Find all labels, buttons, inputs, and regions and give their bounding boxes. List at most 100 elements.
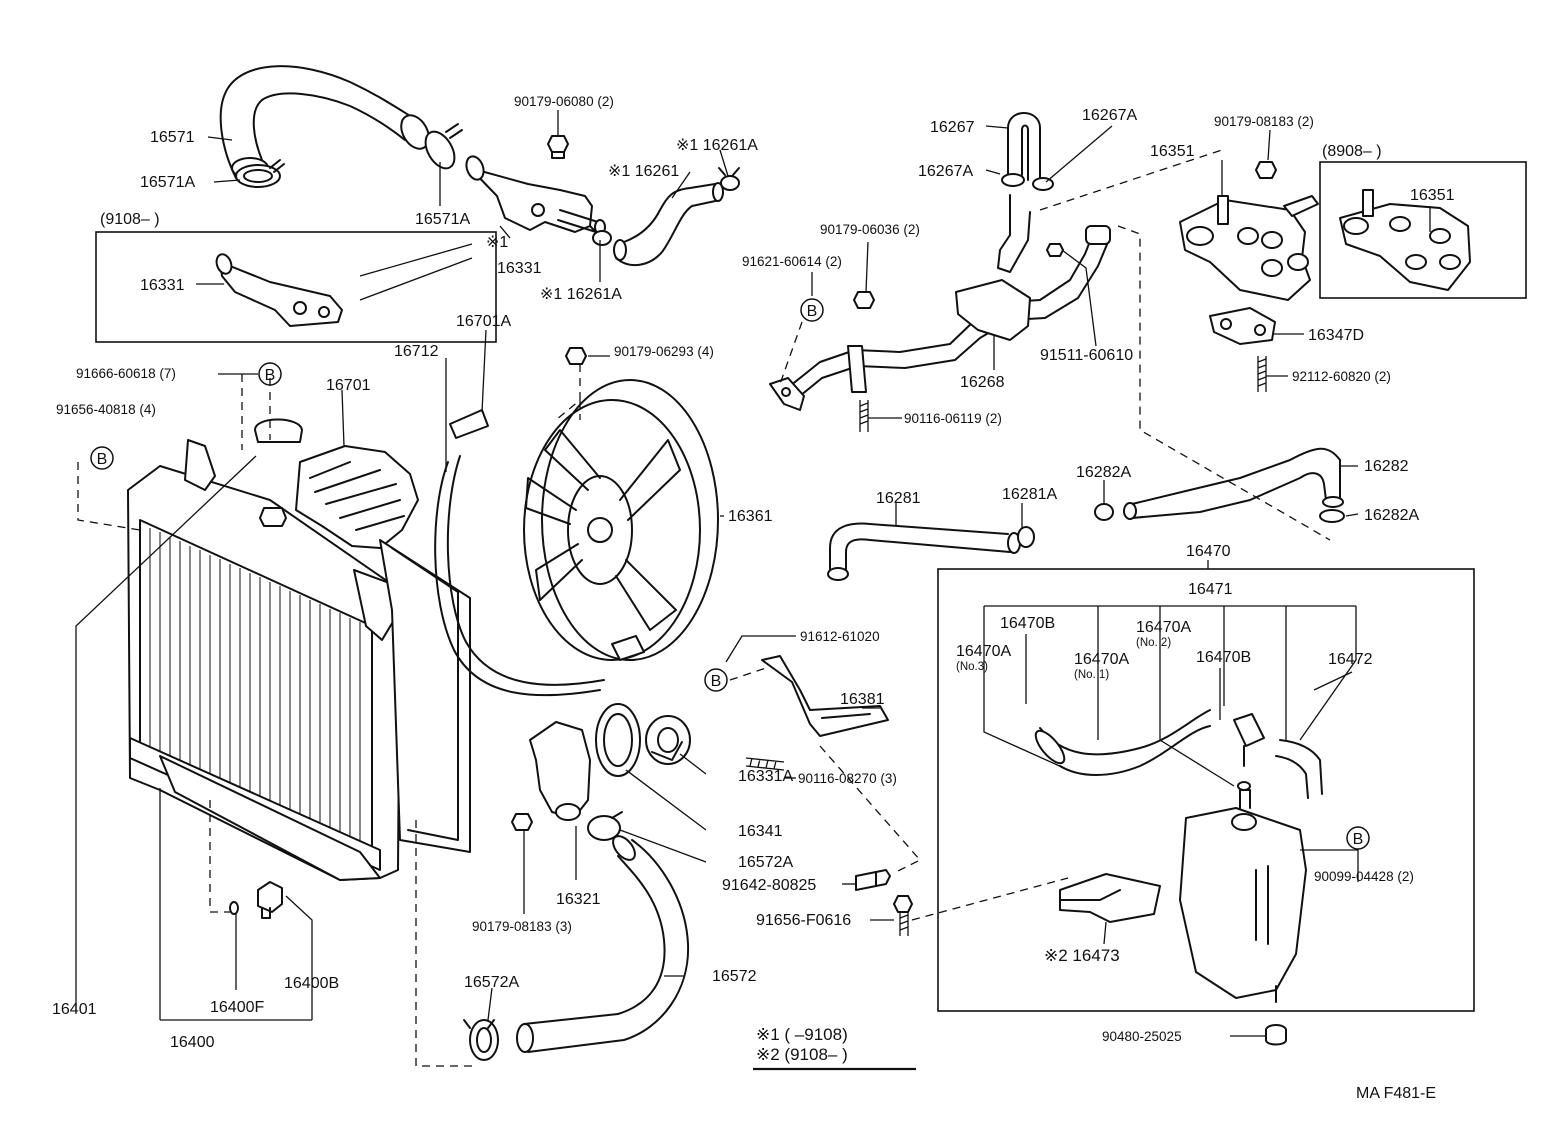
label-16267a-left: 16267A: [918, 163, 973, 180]
label-16261: ※1 16261: [608, 163, 679, 180]
label-16571a-right: 16571A: [415, 211, 470, 228]
label-16400f: 16400F: [210, 999, 264, 1016]
label-16473: ※2 16473: [1044, 946, 1120, 965]
svg-text:B: B: [807, 303, 818, 320]
label-16401: 16401: [52, 1001, 97, 1018]
label-90179-08183-bottom: 90179-08183 (3): [472, 919, 572, 934]
label-16701: 16701: [326, 377, 371, 394]
svg-text:B: B: [265, 367, 276, 384]
label-16331: 16331: [497, 260, 542, 277]
bypass-hose: [613, 182, 724, 267]
label-90179-08183-top: 90179-08183 (2): [1214, 114, 1314, 129]
label-16351-inset: 16351: [1410, 187, 1455, 204]
label-16400b: 16400B: [284, 975, 339, 992]
thermostat-16331a: [645, 715, 691, 765]
water-inlet-16321: [529, 721, 591, 821]
reservoir-fitting: [1233, 713, 1265, 791]
label-16470: 16470: [1186, 543, 1231, 560]
fan-shroud-16712: [434, 455, 605, 697]
stud-92112-60820: [1257, 356, 1267, 392]
svg-text:B: B: [1353, 831, 1364, 848]
label-16261a-top: ※1 16261A: [676, 137, 758, 154]
hose-clamp-16282a-right: [1319, 509, 1345, 523]
label-16267: 16267: [930, 119, 975, 136]
gasket-16341: [595, 703, 641, 777]
label-90480-25025: 90480-25025: [1102, 1029, 1182, 1044]
label-16572a-bottom: 16572A: [464, 974, 519, 991]
label-91666-60618: 91666-60618 (7): [76, 366, 176, 381]
label-inset-8908: (8908– ): [1322, 143, 1382, 160]
bracket-16381: [761, 655, 889, 737]
diagram-code: MA F481-E: [1356, 1085, 1436, 1102]
hose-16282: [1123, 447, 1344, 520]
inset-water-outlet-9108: [95, 231, 497, 343]
label-16347d: 16347D: [1308, 327, 1364, 344]
label-91612-61020: 91612-61020: [800, 629, 880, 644]
reservoir-assembly-box: [937, 568, 1475, 1012]
hose-clamp-16571a-right: [424, 123, 463, 170]
label-90116-08270: 90116-08270 (3): [798, 771, 897, 786]
hose-clamp-16261a-top: [718, 167, 740, 191]
bolt-90179-06293: [565, 347, 587, 365]
reservoir-tank: [1179, 789, 1307, 1003]
label-16331a: 16331A: [738, 768, 793, 785]
reference-marker-b: B B B B B: [90, 298, 1370, 850]
drain-cock-16400b: [257, 881, 283, 919]
svg-text:B: B: [97, 451, 108, 468]
label-92112-60820: 92112-60820 (2): [1292, 369, 1391, 384]
hose-clamp-16571a-left: [235, 159, 285, 188]
fan-shroud: [295, 445, 471, 853]
label-16572a-top: 16572A: [738, 854, 793, 871]
label-16712: 16712: [394, 343, 439, 360]
label-91656-40818: 91656-40818 (4): [56, 402, 156, 417]
label-16282a-right: 16282A: [1364, 507, 1419, 524]
label-no1: (No. 1): [1074, 669, 1109, 681]
label-16381: 16381: [840, 691, 885, 708]
leader-lines: [75, 110, 1431, 1071]
label-16267a-top: 16267A: [1082, 107, 1137, 124]
nut-90179-08183: [511, 813, 533, 831]
stud-90116-06119: [859, 400, 869, 432]
label-16470a-no3: 16470A: [956, 643, 1011, 660]
lower-radiator-hose: [516, 835, 690, 1053]
label-16351: 16351: [1150, 143, 1195, 160]
bolt-90179-06036: [853, 291, 875, 309]
label-16282: 16282: [1364, 458, 1409, 475]
label-90099-04428: 90099-04428 (2): [1314, 869, 1414, 884]
bolt-90179-06080: [547, 135, 569, 159]
hose-clamp-16572a-top: [587, 811, 623, 841]
label-16361: 16361: [728, 508, 773, 525]
shroud-clip-16701a: [449, 409, 489, 439]
water-inlet-16351: [1179, 195, 1319, 301]
note-2: ※2 (9108– ): [756, 1045, 848, 1064]
label-16331-inset: 16331: [140, 277, 185, 294]
label-16572: 16572: [712, 968, 757, 985]
part-labels: 16571 16571A 16571A 90179-06080 (2) ※1 1…: [52, 94, 1455, 1102]
o-ring-16400f: [229, 901, 239, 915]
dashed-reference-lines: [77, 149, 1331, 1067]
label-16571a-left: 16571A: [140, 174, 195, 191]
label-16701a: 16701A: [456, 313, 511, 330]
label-16341: 16341: [738, 823, 783, 840]
label-16400: 16400: [170, 1034, 215, 1051]
label-16268: 16268: [960, 374, 1005, 391]
hose-clamp-16261a-bottom: [589, 225, 612, 246]
grommet-90480-25025: [1265, 1024, 1287, 1046]
small-hose-16267: [1007, 112, 1041, 181]
label-16281a: 16281A: [1002, 486, 1057, 503]
label-16471: 16471: [1188, 581, 1233, 598]
label-16470b-left: 16470B: [1000, 615, 1055, 632]
label-16470b-right: 16470B: [1196, 649, 1251, 666]
label-16470a-no2: 16470A: [1136, 619, 1191, 636]
label-inset-9108: (9108– ): [100, 211, 160, 228]
label-90179-06036: 90179-06036 (2): [820, 222, 920, 237]
water-outlet: [465, 155, 606, 235]
label-90179-06293: 90179-06293 (4): [614, 344, 714, 359]
label-16282a-left: 16282A: [1076, 464, 1131, 481]
hose-clamp-16281a: [1017, 526, 1035, 548]
label-no3: (No.3): [956, 661, 988, 673]
label-16331-mark: ※1: [486, 234, 508, 251]
label-16472: 16472: [1328, 651, 1373, 668]
label-16571: 16571: [150, 129, 195, 146]
